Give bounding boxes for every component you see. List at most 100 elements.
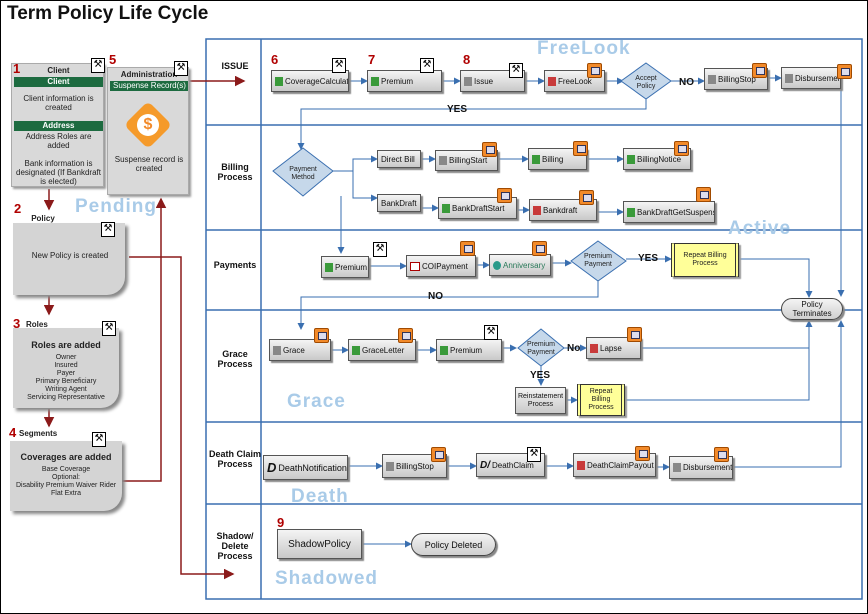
task-icon: [440, 345, 448, 355]
lane-label-issue: ISSUE: [221, 61, 249, 71]
computer-icon: [532, 241, 547, 256]
client-panel-header: Client: [47, 66, 70, 75]
person-icon: ⚒: [484, 325, 498, 340]
task-direct-bill[interactable]: Direct Bill: [377, 150, 421, 168]
task-bankdraft-label[interactable]: BankDraft: [377, 194, 421, 212]
accept-policy-label: Accept Policy: [635, 75, 657, 90]
task-issue-premium[interactable]: Premium: [367, 70, 442, 92]
segments-header: Segments: [19, 429, 58, 438]
accept-no-label: NO: [679, 77, 694, 88]
task-icon: [493, 260, 501, 270]
computer-icon: [674, 141, 689, 156]
client-bar: Client: [14, 77, 103, 87]
dollar-sign: $: [137, 114, 159, 136]
payments-yes-label: YES: [638, 253, 659, 264]
watermark-active: Active: [728, 218, 792, 239]
task-icon: [673, 463, 681, 472]
step-1: 1: [13, 61, 21, 76]
computer-icon: [837, 64, 852, 79]
step-4: 4: [9, 425, 17, 440]
task-grace[interactable]: Grace: [269, 339, 331, 361]
suspense-bar: Suspense Record(s): [110, 81, 188, 91]
premium-payment-diamond: [570, 240, 627, 282]
lane-label-billing: Billing Process: [217, 162, 253, 182]
grace-no-label: No: [567, 343, 581, 354]
computer-icon: [714, 447, 729, 462]
computer-icon: [752, 63, 767, 78]
task-reinstatement[interactable]: Reinstatement Process: [515, 387, 566, 414]
roles-panel: Roles are added Owner Insured Payer Prim…: [13, 328, 119, 408]
task-bankdraftgetsuspense[interactable]: BankDraftGetSuspense: [623, 201, 715, 223]
policy-deleted-terminal[interactable]: Policy Deleted: [411, 533, 496, 556]
task-icon: [577, 460, 585, 470]
task-grace-premium[interactable]: Premium: [436, 339, 502, 361]
task-lapse[interactable]: Lapse: [586, 337, 641, 359]
task-payments-premium[interactable]: Premium: [321, 256, 369, 278]
computer-icon: [696, 187, 711, 202]
task-graceletter[interactable]: GraceLetter: [348, 339, 416, 361]
task-icon: [533, 205, 541, 215]
person-icon: ⚒: [101, 222, 115, 237]
premium-payment-label: Premium Payment: [583, 253, 612, 268]
page-title: Term Policy Life Cycle: [7, 3, 209, 24]
suspense-text: Suspense record is created: [114, 155, 184, 173]
computer-icon: [573, 141, 588, 156]
task-shadowpolicy[interactable]: ShadowPolicy: [277, 529, 362, 559]
task-icon: [590, 343, 598, 353]
task-icon: D/: [480, 459, 490, 471]
administration-header: Administration: [120, 70, 178, 79]
task-icon: [410, 261, 420, 271]
person-icon: ⚒: [509, 63, 523, 78]
task-issue[interactable]: Issue: [460, 70, 525, 92]
segments-list: Base Coverage Optional: Disability Premi…: [10, 466, 122, 498]
task-coipayment[interactable]: COIPayment: [406, 255, 476, 277]
task-icon: [352, 345, 360, 355]
computer-icon: [579, 190, 594, 205]
task-icon: [627, 207, 635, 217]
computer-icon: [587, 63, 602, 78]
task-billing[interactable]: Billing: [528, 148, 587, 170]
watermark-death: Death: [291, 486, 349, 507]
payment-method-diamond: [272, 147, 334, 197]
bank-text: Bank information is designated (If Bankd…: [16, 159, 101, 186]
task-icon: [532, 154, 540, 164]
grace-yes-label: YES: [530, 370, 551, 381]
accept-policy-diamond: [620, 62, 672, 100]
lane-label-payments: Payments: [213, 260, 257, 270]
role-item: Primary Beneficiary: [35, 378, 97, 385]
role-item: Payer: [56, 370, 76, 377]
role-item: Insured: [54, 362, 78, 369]
policy-header: Policy: [31, 214, 55, 223]
task-icon: [275, 76, 283, 86]
lane-label-grace: Grace Process: [217, 349, 253, 369]
step-3: 3: [13, 316, 21, 331]
task-icon: [325, 262, 333, 272]
computer-icon: [635, 446, 650, 461]
step-6: 6: [271, 52, 279, 67]
segment-item: Disability Premium Waiver Rider: [15, 482, 117, 489]
computer-icon: [314, 328, 329, 343]
grace-repeat-billing-box[interactable]: Repeat Billing Process: [577, 384, 625, 416]
step-8: 8: [463, 52, 471, 67]
person-icon: ⚒: [92, 432, 106, 447]
task-icon: [442, 203, 450, 213]
repeat-billing-box[interactable]: Repeat Billing Process: [671, 243, 739, 277]
computer-icon: [431, 447, 446, 462]
task-coverage-calculation[interactable]: CoverageCalculation: [271, 70, 349, 92]
policy-terminates[interactable]: Policy Terminates: [781, 298, 843, 320]
task-issue-disbursement[interactable]: Disbursement: [781, 67, 841, 89]
computer-icon: [482, 142, 497, 157]
task-icon: [439, 156, 447, 165]
segment-item: Base Coverage: [41, 466, 91, 473]
task-icon: [371, 76, 379, 86]
task-icon: D: [267, 460, 277, 475]
person-icon: ⚒: [91, 58, 105, 73]
step-2: 2: [14, 201, 22, 216]
task-anniversary[interactable]: Anniversary: [489, 254, 551, 276]
payment-method-label: Payment Method: [289, 166, 317, 181]
role-item: Owner: [55, 354, 77, 361]
task-icon: [464, 76, 472, 86]
administration-panel: Administration Suspense Record(s) $ Susp…: [107, 67, 189, 195]
step-9: 9: [277, 515, 285, 530]
